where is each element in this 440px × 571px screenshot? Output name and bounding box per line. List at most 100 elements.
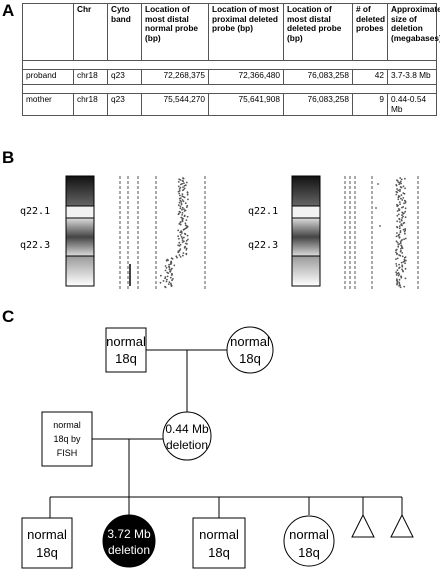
probe-point [401, 224, 403, 227]
mother-label-line1: 0.44 Mb [165, 422, 209, 436]
probe-point [178, 241, 181, 244]
probe-point [170, 285, 173, 287]
probe-point [404, 228, 407, 230]
probe-point [397, 274, 400, 277]
probe-point [398, 281, 401, 284]
probe-point [177, 251, 180, 254]
pedigree-male-grandfather: normal 18q [105, 327, 147, 373]
pedigree-pregnancy-triangle-2 [390, 513, 414, 538]
probe-point [173, 264, 176, 267]
probe-point [405, 259, 407, 262]
probe-point [178, 192, 181, 195]
probe-point [399, 177, 402, 179]
table-cell: 0.44-0.54 Mb [387, 92, 437, 117]
father-label-line3: FISH [57, 448, 78, 458]
probe-point [396, 241, 399, 244]
table-cell: 72,268,375 [141, 69, 209, 85]
table-cell: 42 [352, 69, 388, 85]
probe-point [181, 212, 184, 214]
probe-point [402, 261, 405, 263]
mother-label-line2: deletion [166, 438, 208, 452]
probe-point [398, 183, 401, 186]
probe-point [164, 265, 167, 267]
grandfather-label-line1: normal [106, 334, 146, 349]
probe-point [177, 185, 180, 188]
probe-point [396, 179, 399, 182]
probe-point [401, 217, 403, 219]
pedigree-female-sibling-4: normal 18q [283, 515, 335, 567]
panel-label-a: A [2, 1, 15, 20]
probe-point [179, 221, 182, 224]
probe-point [395, 249, 397, 252]
probe-point [185, 219, 188, 221]
probe-point [403, 202, 405, 205]
probe-point [179, 194, 181, 197]
probe-point [183, 187, 186, 190]
band-label-q22-1: q22.1 [20, 206, 50, 217]
probe-point [170, 274, 173, 276]
sibling3-label-line2: 18q [208, 545, 230, 560]
probe-point [397, 213, 400, 216]
probe-point [399, 241, 402, 243]
probe-point [401, 214, 403, 216]
probe-point [169, 270, 172, 273]
probe-point [402, 212, 404, 215]
probe-point [182, 252, 185, 254]
probe-point [397, 181, 400, 183]
probe-point [398, 209, 401, 212]
sibling1-label-line2: 18q [36, 545, 58, 560]
father-label-line1: normal [53, 420, 81, 430]
probe-point [168, 281, 171, 284]
probe-point [399, 254, 402, 257]
table-cell: proband [22, 69, 74, 85]
probe-point [400, 247, 402, 250]
probe-point [182, 189, 184, 192]
probe-point [178, 197, 181, 200]
sibling4-label-line1: normal [289, 527, 329, 542]
probe-point [186, 193, 189, 196]
probe-point [167, 272, 170, 274]
proband-label-line2: deletion [108, 543, 150, 557]
probe-point [186, 243, 188, 245]
probe-point [177, 204, 180, 207]
probe-point [182, 254, 184, 257]
probe-point [171, 279, 173, 282]
probe-point [397, 245, 400, 248]
probe-point [396, 278, 398, 280]
probe-point [168, 266, 171, 269]
probe-point [170, 269, 172, 271]
sibling4-label-line2: 18q [298, 545, 320, 560]
probe-point [404, 207, 407, 210]
probe-point [404, 262, 406, 265]
probe-point [187, 238, 189, 241]
probe-point [179, 205, 182, 208]
sibling3-label-line1: normal [199, 527, 239, 542]
probe-point [396, 214, 399, 217]
probe-point [181, 232, 183, 234]
table-row: mother chr18 q23 75,544,270 75,641,908 7… [22, 92, 437, 117]
pedigree-female-proband: 3.72 Mb deletion [102, 514, 156, 568]
probe-point [379, 225, 381, 227]
probe-point [395, 235, 398, 238]
chromosome-ideogram-mother [291, 175, 321, 287]
table-cell: 76,083,258 [283, 69, 353, 85]
grandmother-label-line2: 18q [239, 351, 261, 366]
probe-point [398, 227, 401, 230]
grandfather-label-line2: 18q [115, 351, 137, 366]
grandmother-label-line1: normal [230, 334, 270, 349]
probe-point [180, 201, 183, 203]
probe-point [400, 261, 403, 264]
probe-point [181, 237, 184, 240]
probe-point [182, 228, 185, 231]
probe-point [164, 286, 167, 289]
probe-point [165, 259, 168, 262]
probe-point [179, 183, 182, 186]
probe-point [179, 199, 182, 202]
probe-point [400, 194, 403, 197]
probe-point [395, 184, 398, 187]
probe-point [176, 256, 178, 259]
pedigree-male-sibling-1: normal 18q [21, 517, 73, 569]
probe-point [164, 269, 167, 272]
table-row: proband chr18 q23 72,268,375 72,366,480 … [22, 69, 437, 85]
probe-point [186, 234, 189, 237]
